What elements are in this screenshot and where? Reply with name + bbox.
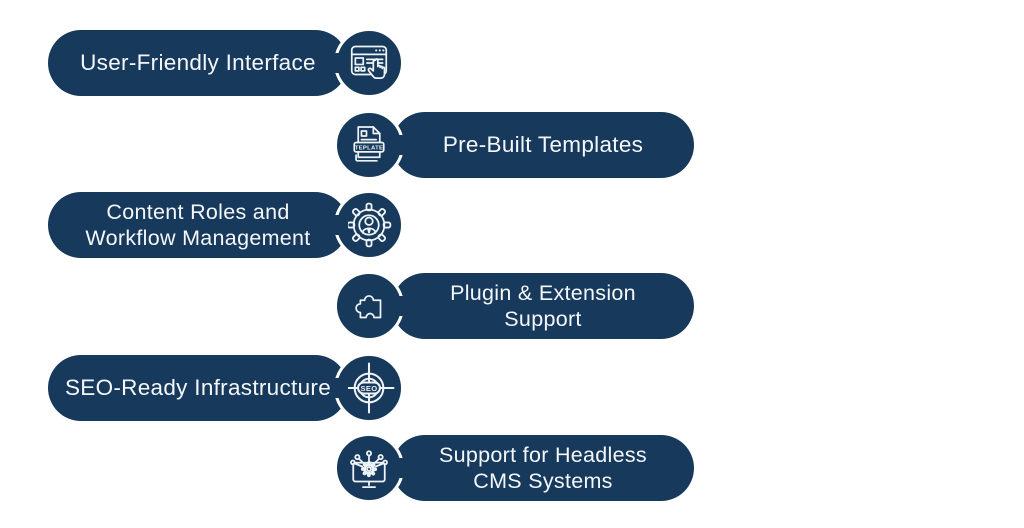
feature-label: Pre-Built Templates <box>442 132 644 157</box>
seo-icon-label: SEO <box>360 384 377 393</box>
feature-row-plugin-extension-support: Plugin & Extension Support <box>0 271 1024 341</box>
headless-cms-monitor-icon <box>350 450 388 489</box>
feature-label: SEO-Ready Infrastructure <box>64 375 332 400</box>
feature-pill: User-Friendly Interface <box>48 30 348 96</box>
feature-row-user-friendly-interface: User-Friendly Interface <box>0 28 1024 98</box>
pill-circle-connector <box>392 458 408 478</box>
user-gear-icon <box>346 202 392 248</box>
feature-label-line-2: CMS Systems <box>473 469 613 493</box>
feature-pill: Content Roles and Workflow Management <box>48 192 348 258</box>
feature-row-pre-built-templates: TEPLATE Pre-Built Templates <box>0 110 1024 180</box>
feature-row-content-roles-workflow: Content Roles and Workflow Management <box>0 190 1024 260</box>
pill-circle-connector <box>332 378 348 398</box>
feature-row-seo-ready-infrastructure: SEO-Ready Infrastructure SEO <box>0 353 1024 423</box>
pill-circle-connector <box>392 135 408 155</box>
feature-pill: Plugin & Extension Support <box>392 273 694 339</box>
pill-circle-connector <box>332 215 348 235</box>
feature-row-headless-cms-support: Support for Headless CMS Systems <box>0 433 1024 503</box>
browser-cursor-icon <box>350 45 388 79</box>
feature-pill: Support for Headless CMS Systems <box>392 435 694 501</box>
puzzle-piece-icon <box>355 295 382 319</box>
template-document-icon: TEPLATE <box>353 126 385 162</box>
feature-label: User-Friendly Interface <box>80 50 316 75</box>
feature-label-line-2: Support <box>504 307 582 331</box>
feature-pill: SEO-Ready Infrastructure <box>48 355 348 421</box>
seo-target-icon: SEO <box>343 362 395 414</box>
feature-label-line-1: Content Roles and <box>106 200 290 224</box>
template-icon-label: TEPLATE <box>355 146 383 152</box>
feature-pill: Pre-Built Templates <box>392 112 694 178</box>
feature-label-line-1: Support for Headless <box>439 443 647 467</box>
pill-circle-connector <box>332 53 348 73</box>
feature-label-line-2: Workflow Management <box>85 226 311 250</box>
feature-label-line-1: Plugin & Extension <box>450 281 636 305</box>
pill-circle-connector <box>392 296 408 316</box>
